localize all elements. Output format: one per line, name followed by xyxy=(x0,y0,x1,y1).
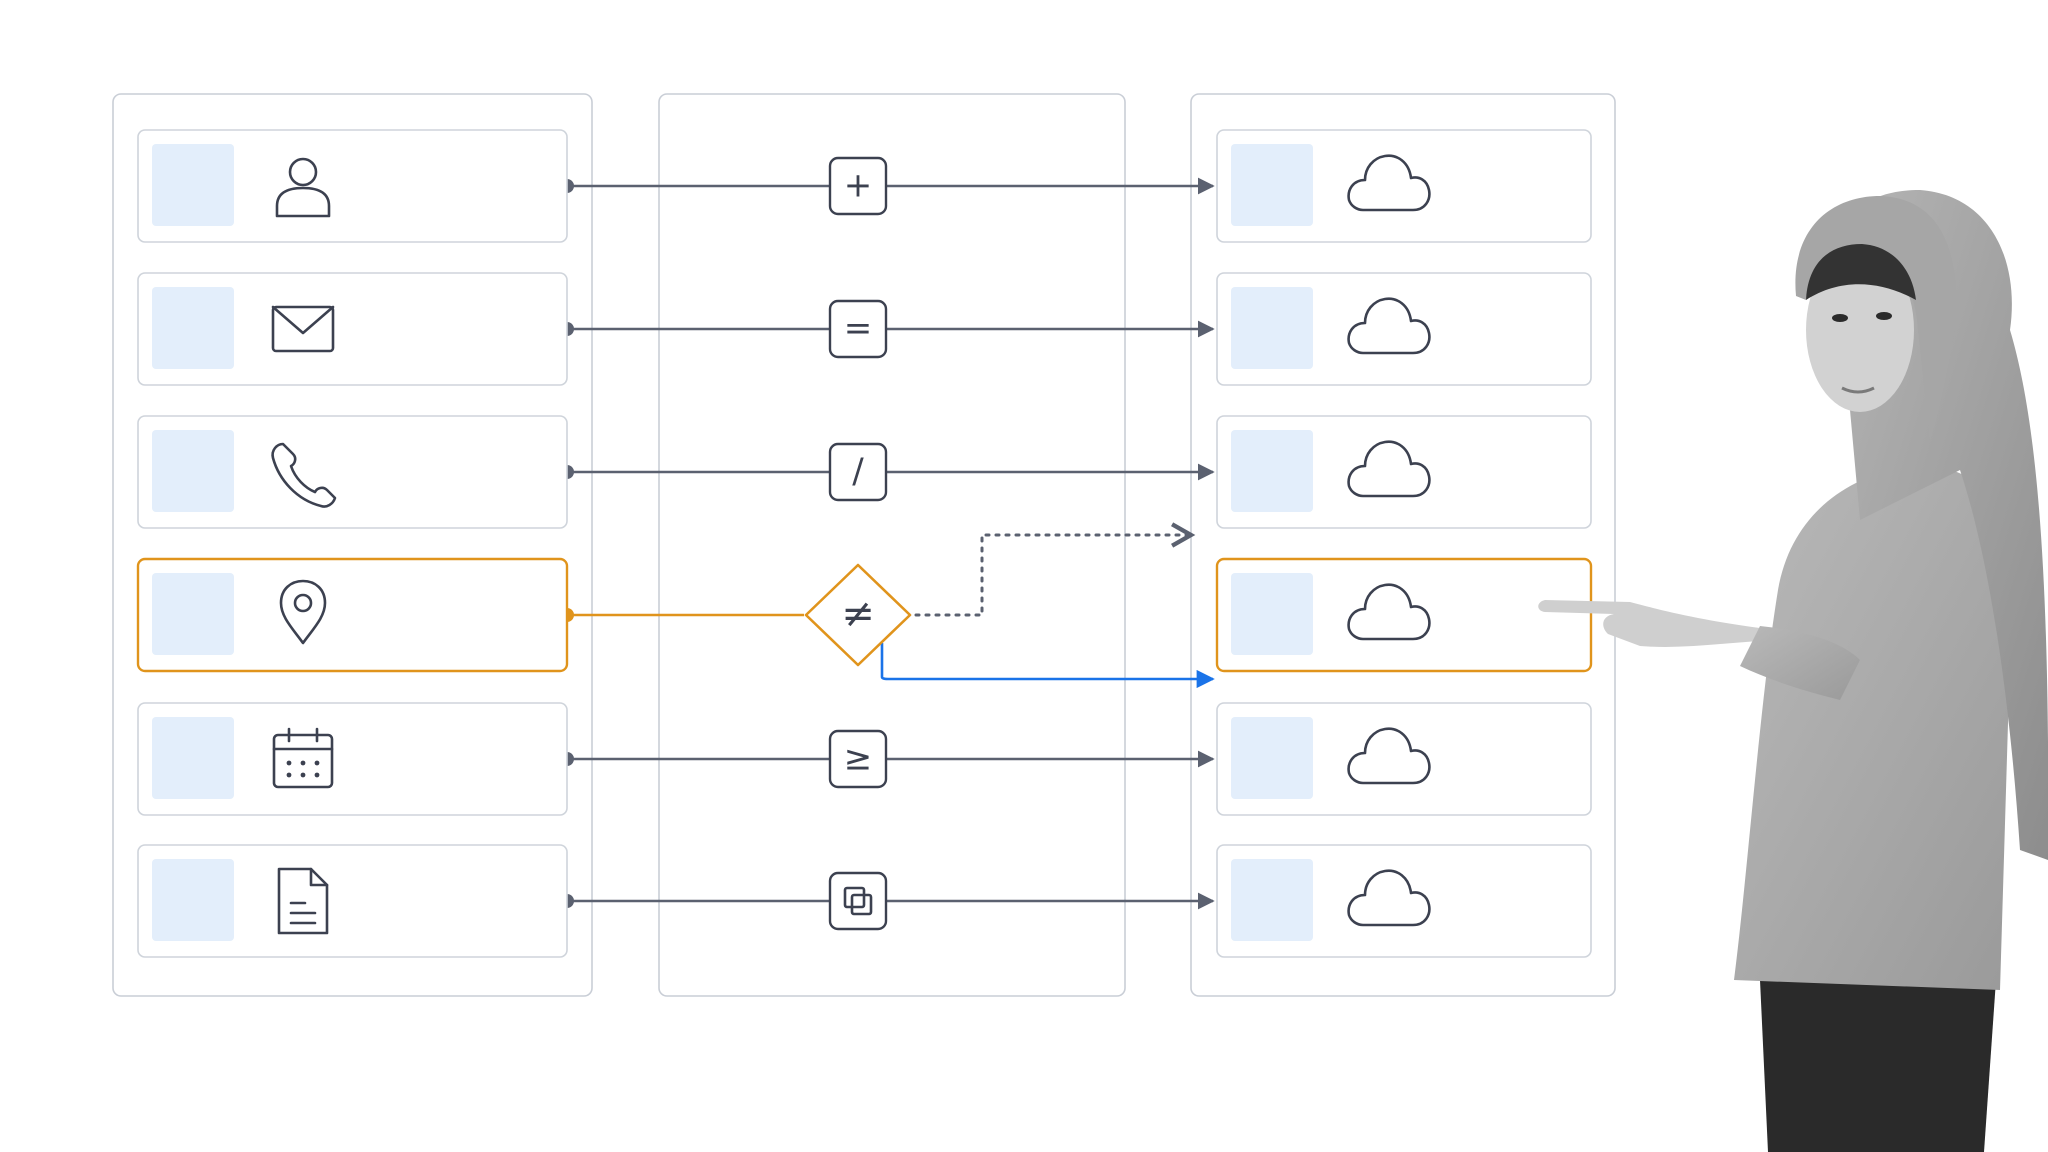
target-swatch xyxy=(1231,287,1313,369)
location-pin-icon xyxy=(279,579,327,645)
blue-branch-arrow xyxy=(880,643,1215,689)
source-rows xyxy=(136,129,569,958)
source-card[interactable] xyxy=(137,702,568,816)
target-swatch xyxy=(1231,573,1313,655)
mail-icon xyxy=(271,305,335,353)
cloud-icon xyxy=(1347,154,1431,212)
cloud-icon xyxy=(1347,297,1431,355)
operator-box[interactable] xyxy=(828,299,888,359)
operator-symbol: = xyxy=(844,309,873,349)
operator-symbol: ≠ xyxy=(841,591,875,637)
operator-6[interactable] xyxy=(828,871,888,931)
operator-box[interactable] xyxy=(828,871,888,931)
source-row-2[interactable] xyxy=(137,272,568,386)
operator-box[interactable] xyxy=(828,442,888,502)
target-row-4[interactable] xyxy=(1215,557,1593,673)
target-swatch xyxy=(1231,717,1313,799)
cloud-icon xyxy=(1347,440,1431,498)
operator-3[interactable]: / xyxy=(828,442,888,502)
source-swatch xyxy=(152,573,234,655)
copy-icon xyxy=(843,886,873,916)
presenter-photo xyxy=(1538,190,2048,1152)
source-row-3[interactable] xyxy=(137,415,568,529)
operator-symbol: + xyxy=(844,166,873,206)
operator-panel xyxy=(658,93,1126,997)
operator-box[interactable] xyxy=(828,729,888,789)
source-row-1[interactable] xyxy=(137,129,568,243)
target-rows xyxy=(1215,129,1593,958)
cloud-icon xyxy=(1347,727,1431,785)
target-row-3[interactable] xyxy=(1216,415,1592,529)
operator-symbol: / xyxy=(852,452,864,492)
target-row-6[interactable] xyxy=(1216,844,1592,958)
cloud-icon xyxy=(1347,583,1431,641)
source-row-4[interactable] xyxy=(136,557,569,673)
source-row-5[interactable] xyxy=(137,702,568,816)
target-swatch xyxy=(1231,144,1313,226)
source-swatch xyxy=(152,717,234,799)
source-swatch xyxy=(152,859,234,941)
source-card[interactable] xyxy=(136,557,569,673)
operator-4[interactable]: ≠ xyxy=(804,563,912,667)
cloud-icon xyxy=(1347,869,1431,927)
source-swatch xyxy=(152,430,234,512)
operator-2[interactable]: = xyxy=(828,299,888,359)
source-card[interactable] xyxy=(137,415,568,529)
target-row-1[interactable] xyxy=(1216,129,1592,243)
target-row-5[interactable] xyxy=(1216,702,1592,816)
target-swatch xyxy=(1231,430,1313,512)
dotted-branch-arrow xyxy=(914,522,1196,617)
target-swatch xyxy=(1231,859,1313,941)
source-card[interactable] xyxy=(137,129,568,243)
source-card[interactable] xyxy=(137,272,568,386)
operator-5[interactable]: ≥ xyxy=(828,729,888,789)
calendar-icon xyxy=(272,727,334,789)
source-row-6[interactable] xyxy=(137,844,568,958)
source-swatch xyxy=(152,287,234,369)
operator-1[interactable]: + xyxy=(828,156,888,216)
source-swatch xyxy=(152,144,234,226)
operators-layer: + = / ≠ ≥ xyxy=(804,156,912,931)
user-icon xyxy=(275,157,331,218)
operator-symbol: ≥ xyxy=(844,739,873,779)
operator-diamond[interactable] xyxy=(804,563,912,667)
operator-box[interactable] xyxy=(828,156,888,216)
phone-icon xyxy=(271,442,337,508)
source-card[interactable] xyxy=(137,844,568,958)
document-icon xyxy=(277,867,329,935)
target-row-2[interactable] xyxy=(1216,272,1592,386)
